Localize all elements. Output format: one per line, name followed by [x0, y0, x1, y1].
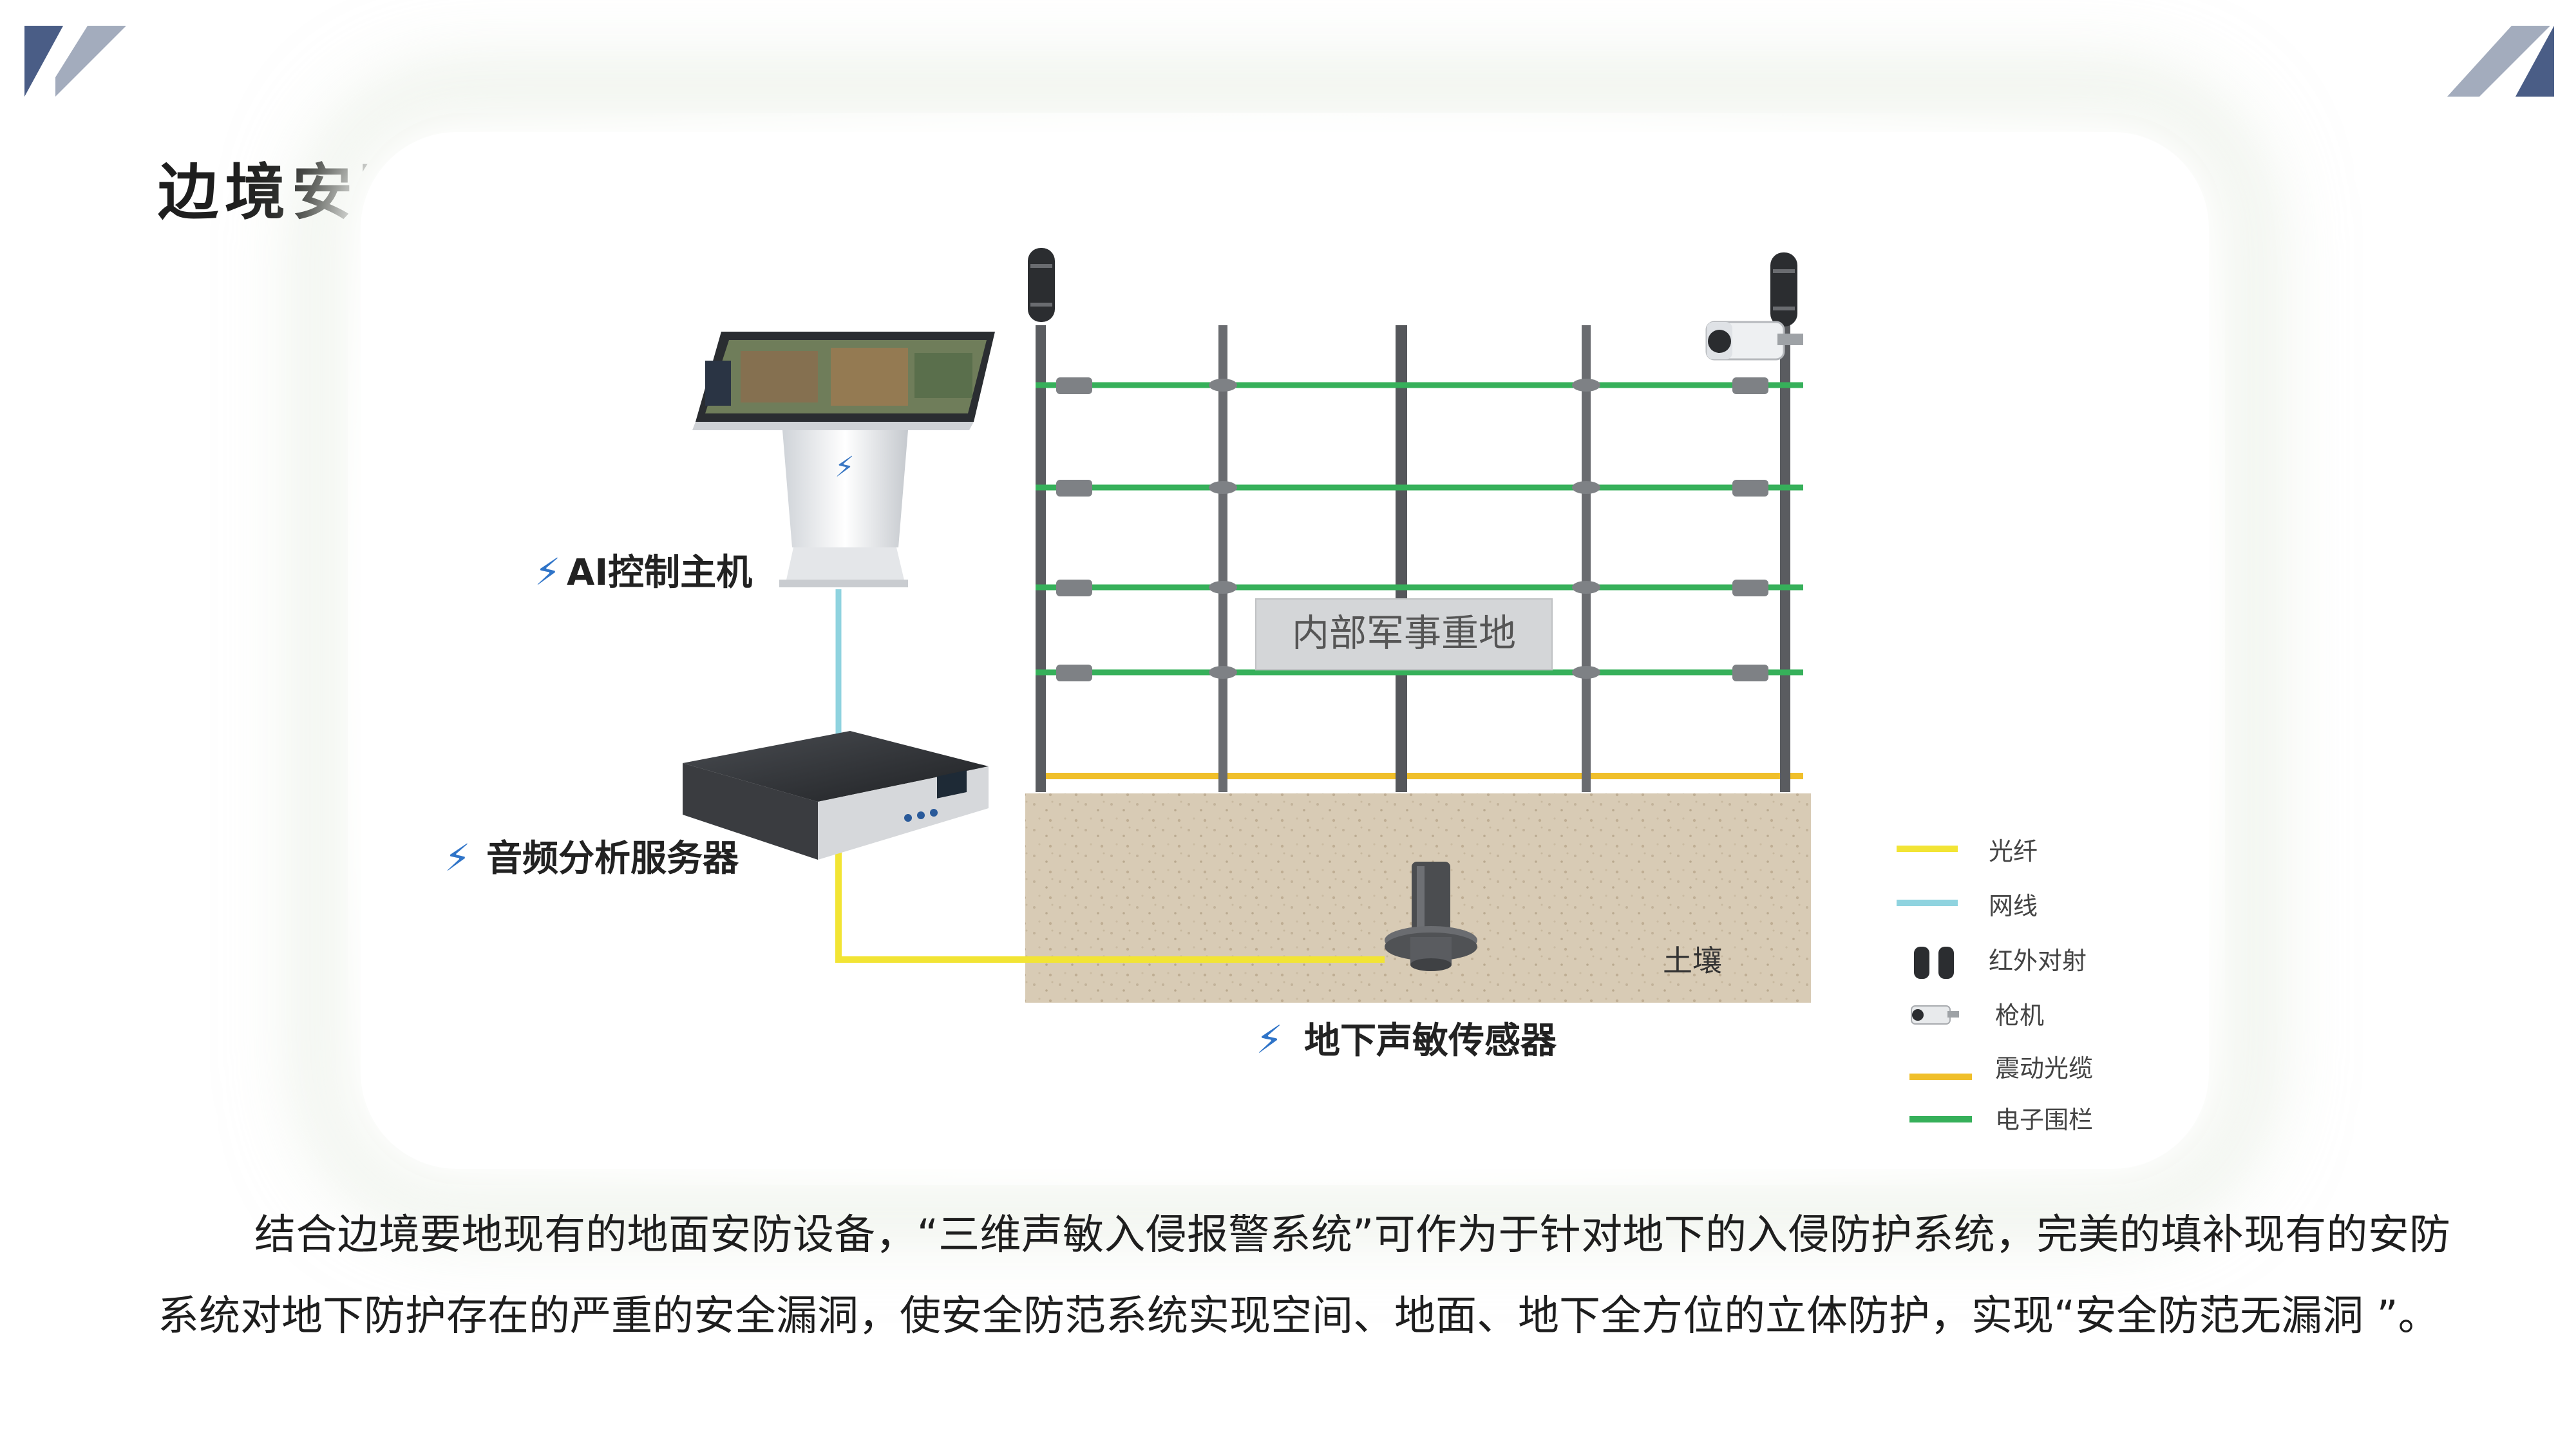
legend-fiber: 光纤 [1897, 837, 2038, 866]
svg-text:光纤: 光纤 [1989, 837, 2038, 866]
svg-text:⚡: ⚡ [835, 451, 855, 484]
legend-infrared: 红外对射 [1914, 947, 2087, 979]
legend-camera: 枪机 [1911, 1001, 2044, 1030]
svg-text:地下声敏传感器: 地下声敏传感器 [1304, 1020, 1557, 1062]
svg-text:⚡: ⚡ [444, 836, 471, 880]
corner-stripes-left [24, 26, 126, 97]
electric-fence-wires [1036, 382, 1803, 676]
camera-icon [1911, 1005, 1959, 1025]
soil-label: 土壤 [1663, 943, 1722, 978]
fence-posts [1036, 325, 1790, 792]
fiber-cable [835, 840, 1385, 963]
svg-text:⚡: ⚡ [535, 550, 561, 594]
fence-area-label: 内部军事重地 [1255, 598, 1553, 670]
svg-text:电子围栏: 电子围栏 [1995, 1106, 2093, 1134]
infrared-icon [1914, 947, 1954, 979]
corner-stripes-right [2447, 26, 2554, 97]
ai-host-label: ⚡ AI控制主机 [535, 550, 752, 594]
underground-acoustic-sensor [1385, 862, 1477, 971]
underground-sensor-label: ⚡ 地下声敏传感器 [1256, 1018, 1557, 1063]
svg-text:红外对射: 红外对射 [1989, 947, 2087, 975]
infrared-detector-right [1770, 252, 1797, 327]
infrared-detector-left [1028, 248, 1055, 322]
svg-text:枪机: 枪机 [1995, 1001, 2044, 1030]
legend-network: 网线 [1897, 892, 2038, 920]
audio-server-label: ⚡ 音频分析服务器 [444, 836, 739, 880]
svg-text:网线: 网线 [1989, 892, 2038, 920]
legend-vibration-cable: 震动光缆 [1909, 1054, 2093, 1083]
ai-control-host: ⚡ [692, 332, 995, 587]
svg-text:AI控制主机: AI控制主机 [567, 552, 752, 594]
fence-insulators [1056, 377, 1768, 681]
svg-text:内部军事重地: 内部军事重地 [1292, 611, 1516, 655]
svg-text:震动光缆: 震动光缆 [1995, 1054, 2093, 1083]
description-paragraph: 结合边境要地现有的地面安防设备，“三维声敏入侵报警系统”可作为于针对地下的入侵防… [158, 1211, 2450, 1340]
legend: 光纤 网线 红外对射 枪机 震动光缆 电子围栏 [1897, 837, 2093, 1134]
svg-text:音频分析服务器: 音频分析服务器 [486, 838, 739, 880]
audio-analysis-server [683, 731, 989, 860]
svg-text:⚡: ⚡ [1256, 1018, 1283, 1063]
legend-electric-fence: 电子围栏 [1909, 1106, 2093, 1134]
bullet-camera [1705, 321, 1803, 361]
